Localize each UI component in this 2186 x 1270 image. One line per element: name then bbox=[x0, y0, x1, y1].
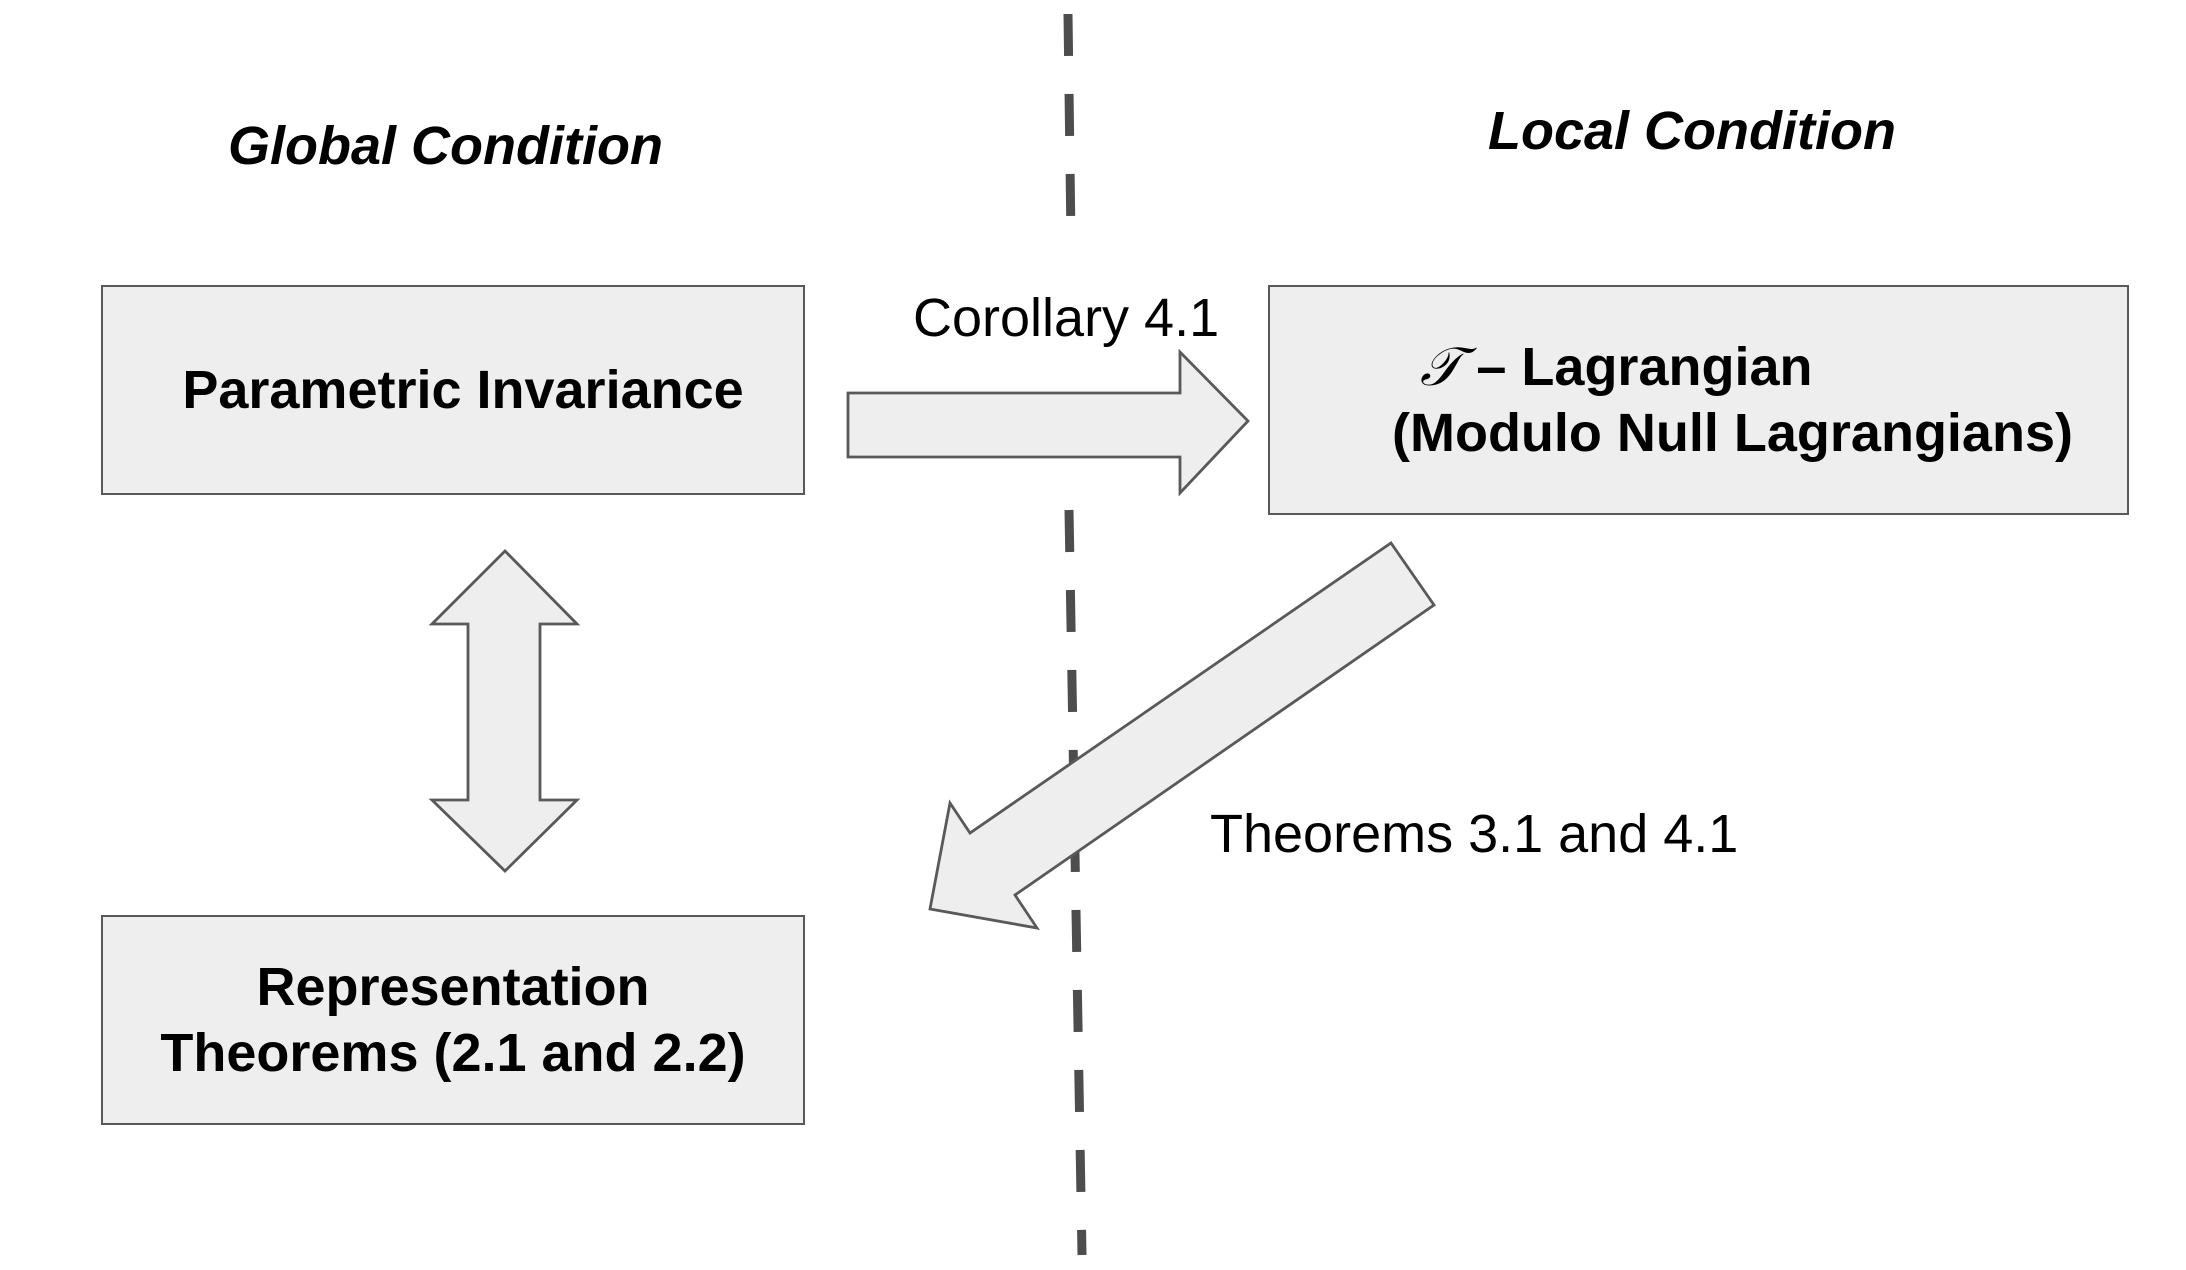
representation-theorems-node: Representation Theorems (2.1 and 2.2) bbox=[101, 915, 805, 1125]
representation-theorems-line2: Theorems (2.1 and 2.2) bbox=[160, 1023, 746, 1083]
equivalence-arrow bbox=[428, 549, 581, 873]
global-condition-heading: Global Condition bbox=[228, 116, 663, 176]
parametric-invariance-node: Parametric Invariance bbox=[101, 285, 805, 495]
corollary-arrow bbox=[846, 348, 1250, 497]
theorems-arrow bbox=[928, 541, 1436, 930]
t-lagrangian-node: 𝒯 – Lagrangian (Modulo Null Lagrangians) bbox=[1268, 285, 2129, 515]
theorems-label: Theorems 3.1 and 4.1 bbox=[1210, 804, 1739, 864]
parametric-invariance-label: Parametric Invariance bbox=[182, 360, 744, 420]
local-condition-heading: Local Condition bbox=[1488, 101, 1896, 161]
t-lagrangian-title: – Lagrangian bbox=[1476, 337, 1813, 397]
divider-lower bbox=[1064, 509, 1087, 1256]
t-lagrangian-line2: (Modulo Null Lagrangians) bbox=[1392, 403, 2073, 463]
representation-theorems-line1: Representation bbox=[256, 957, 650, 1017]
corollary-label: Corollary 4.1 bbox=[913, 288, 1220, 348]
divider-upper bbox=[1063, 13, 1076, 241]
t-lagrangian-line1: 𝒯 – Lagrangian bbox=[1270, 334, 1812, 400]
script-t-symbol: 𝒯 bbox=[1420, 335, 1462, 398]
